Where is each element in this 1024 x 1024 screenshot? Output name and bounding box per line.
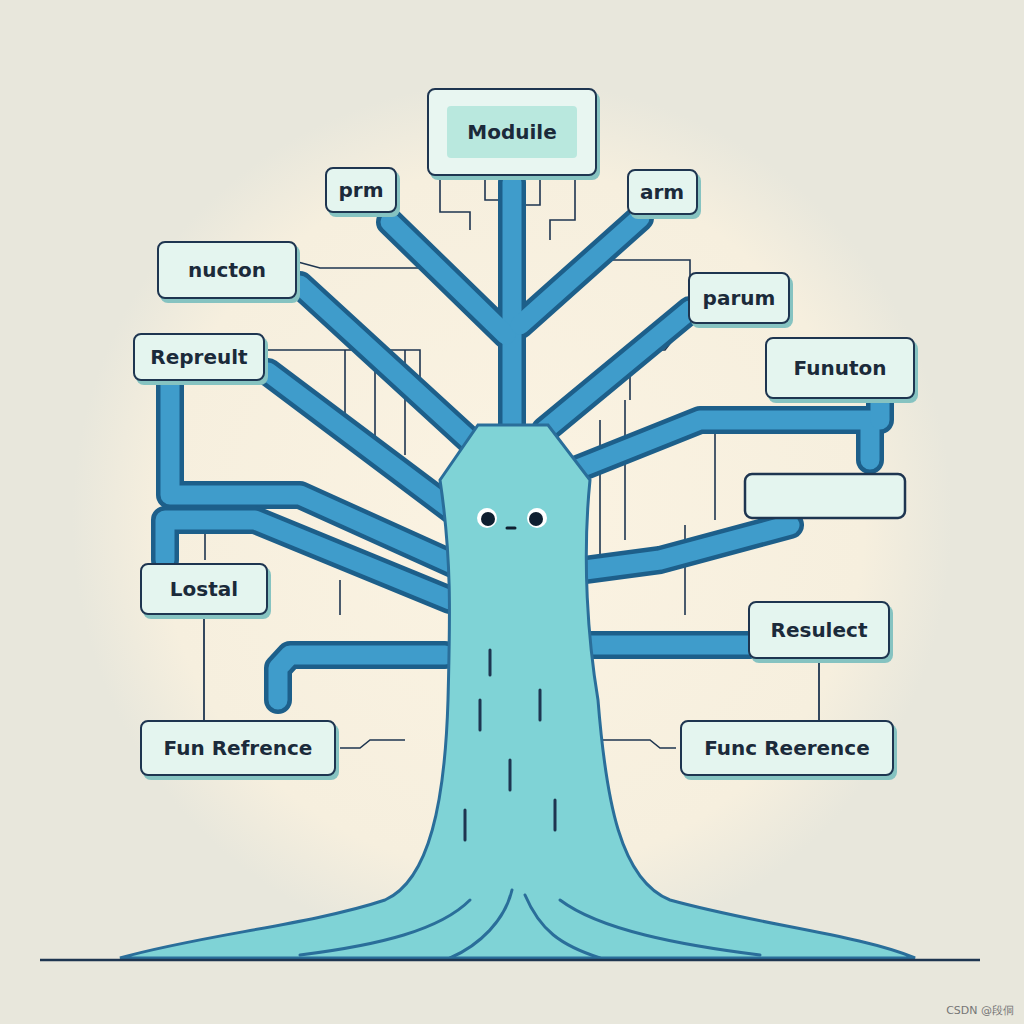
box-text: Fun Refrence xyxy=(164,736,313,760)
thin-line xyxy=(684,525,686,615)
label-box: Resulect xyxy=(748,601,890,659)
box-text: Func Reerence xyxy=(704,736,870,760)
connector-line xyxy=(203,615,205,720)
thin-line xyxy=(298,262,430,268)
thin-line xyxy=(714,430,716,520)
background-glow xyxy=(72,80,952,960)
thin-line xyxy=(600,740,676,748)
label-box: parum xyxy=(688,272,790,324)
thin-line xyxy=(344,350,346,420)
thin-line xyxy=(598,260,690,298)
box-text: prm xyxy=(338,178,383,202)
watermark: CSDN @段侗 xyxy=(946,1003,1014,1018)
box-text: Funuton xyxy=(794,356,887,380)
box-text: arm xyxy=(640,180,684,204)
thin-line xyxy=(550,178,575,240)
thin-line xyxy=(339,580,341,615)
label-box: Lostal xyxy=(140,563,268,615)
thin-line xyxy=(525,178,540,205)
label-box: prm xyxy=(325,167,397,213)
ground-line xyxy=(40,959,980,962)
label-box: nucton xyxy=(157,241,297,299)
thin-line xyxy=(440,178,470,230)
box-text: Resulect xyxy=(771,618,868,642)
label-box: Func Reerence xyxy=(680,720,894,776)
label-box: Fun Refrence xyxy=(140,720,336,776)
root-lines xyxy=(300,890,760,958)
thin-line xyxy=(340,740,405,748)
thin-line xyxy=(599,420,601,560)
box-text: Moduile xyxy=(447,106,576,158)
tree-face xyxy=(477,508,547,528)
label-box: arm xyxy=(627,169,698,215)
tree-trunk xyxy=(120,425,915,958)
thin-line xyxy=(624,400,626,540)
bark-marks xyxy=(465,650,555,840)
box-text: Lostal xyxy=(170,577,238,601)
thin-line xyxy=(485,178,500,200)
box-text: parum xyxy=(703,286,776,310)
box-text: Repreult xyxy=(150,345,247,369)
root-box: Moduile xyxy=(427,88,597,176)
connector-line xyxy=(818,659,820,720)
blank-box xyxy=(745,474,905,518)
box-text: nucton xyxy=(188,258,266,282)
label-box: Repreult xyxy=(133,333,265,381)
label-box: Funuton xyxy=(765,337,915,399)
